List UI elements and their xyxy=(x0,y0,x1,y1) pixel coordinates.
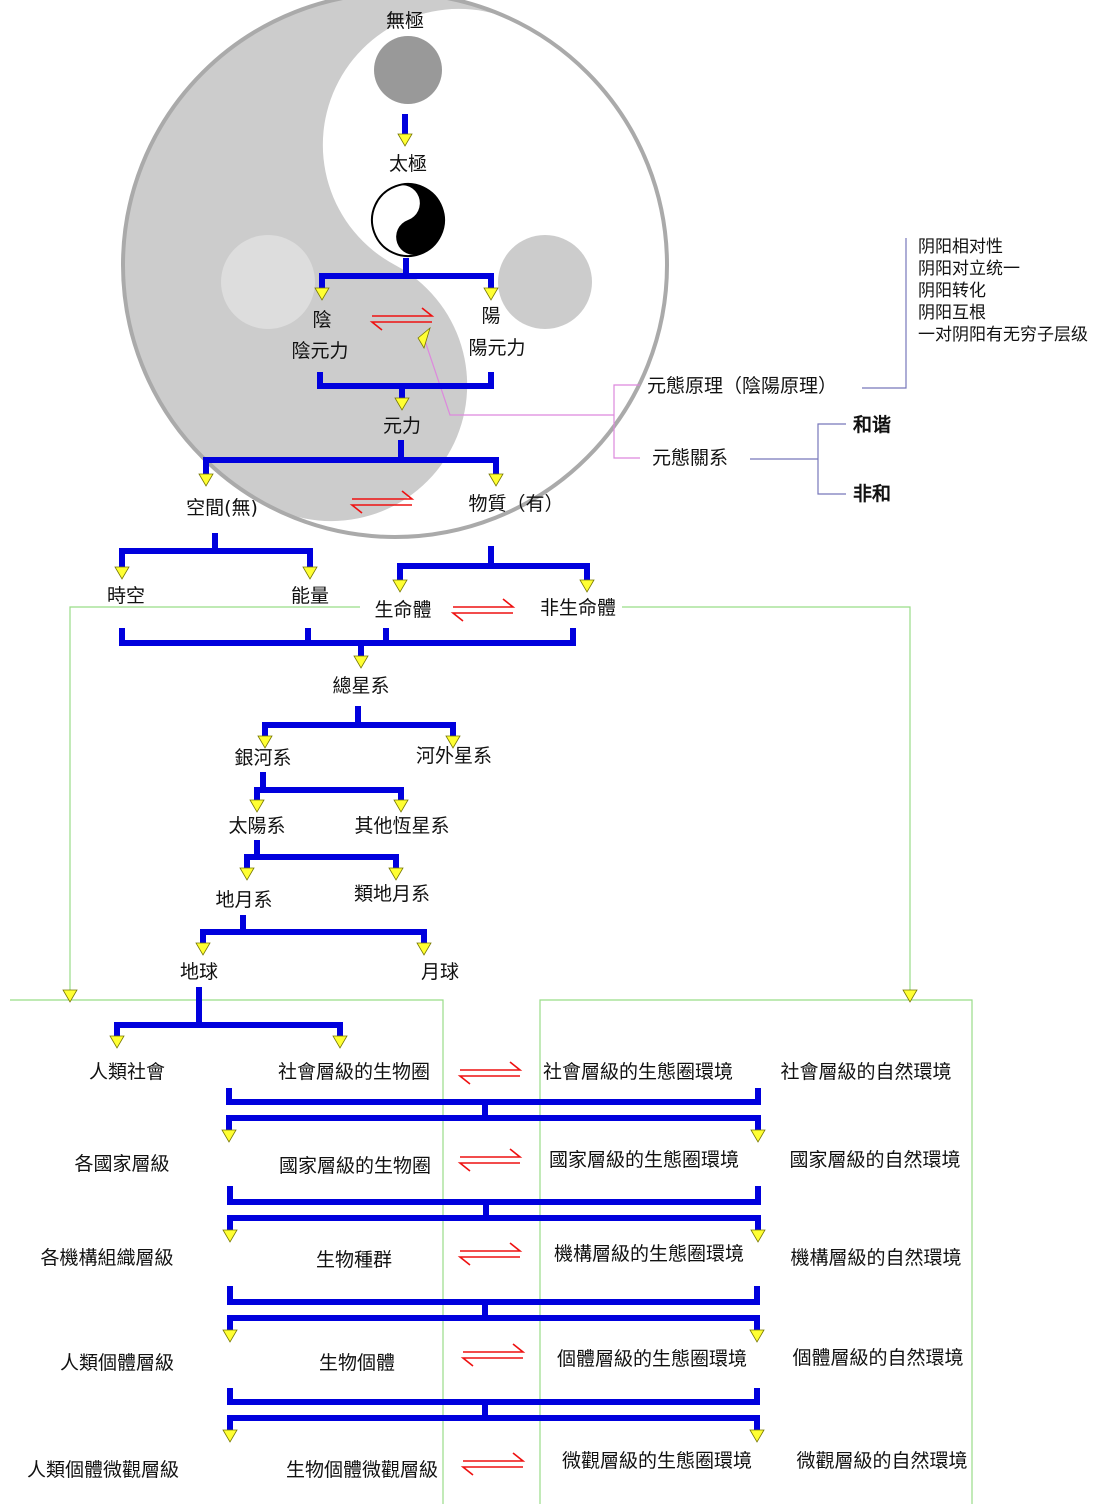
equilibrium-icon-level-4 xyxy=(460,1343,526,1367)
node-solar-system: 太陽系 xyxy=(228,815,285,837)
level-bio: 生物個體微觀層級 xyxy=(286,1459,438,1481)
level-eco: 個體層級的生態圈環境 xyxy=(557,1348,747,1370)
taiji-background xyxy=(121,0,669,539)
node-energy: 能量 xyxy=(291,585,329,607)
level-nature: 國家層級的自然環境 xyxy=(789,1149,960,1171)
node-matter: 物質（有） xyxy=(468,493,563,515)
level-society: 各國家層級 xyxy=(74,1153,169,1175)
node-space: 空間(無) xyxy=(186,497,258,519)
node-spacetime: 時空 xyxy=(107,585,145,607)
yuantai-relation: 元態關系 xyxy=(652,447,728,469)
node-nonliving: 非生命體 xyxy=(540,597,616,619)
equilibrium-icon-space-matter xyxy=(349,490,415,514)
pink-connector xyxy=(423,337,640,459)
level-society: 各機構組織層級 xyxy=(40,1247,173,1269)
yang-dot xyxy=(498,235,592,329)
node-yin: 陰 xyxy=(312,309,331,331)
level-eco: 國家層級的生態圈環境 xyxy=(549,1149,739,1171)
node-yuanli: 元力 xyxy=(383,415,421,437)
nonharmony-label: 非和 xyxy=(853,482,891,505)
equilibrium-icon-yinyang xyxy=(369,307,435,331)
node-wuji: 無極 xyxy=(386,10,424,32)
wuji-dot xyxy=(374,36,442,104)
node-labels: 無極 太極 陰 陰元力 陽 陽元力 元力 空間(無) 物質（有） 時空 能量 生… xyxy=(107,10,616,983)
equilibrium-symbols xyxy=(349,307,526,1476)
node-other-stars: 其他恆星系 xyxy=(354,815,449,837)
node-taiji: 太極 xyxy=(389,153,427,175)
purple-connectors xyxy=(750,238,907,495)
level-society: 人類社會 xyxy=(89,1061,165,1083)
equilibrium-icon-level-2 xyxy=(457,1148,523,1172)
node-yang: 陽 xyxy=(481,305,500,327)
level-connector-3 xyxy=(227,1286,760,1330)
level-bio: 生物個體 xyxy=(319,1352,395,1374)
level-connector-4 xyxy=(227,1388,760,1430)
blue-tree-lines xyxy=(114,114,761,1430)
level-nature: 個體層級的自然環境 xyxy=(792,1347,963,1369)
level-connector-1 xyxy=(226,1088,761,1130)
node-earth-moon: 地月系 xyxy=(215,889,272,911)
level-society: 人類個體微觀層級 xyxy=(27,1459,179,1481)
note-line: 阴阳转化 xyxy=(918,281,986,301)
note-line: 阴阳相对性 xyxy=(918,237,1003,257)
equilibrium-icon-living xyxy=(450,598,516,622)
yuantai-principle: 元態原理（陰陽原理） xyxy=(647,375,837,397)
node-extragalactic: 河外星系 xyxy=(416,745,492,767)
level-bio: 社會層級的生物圈 xyxy=(278,1061,430,1083)
node-milky-way: 銀河系 xyxy=(234,747,291,769)
principle-labels: 元態原理（陰陽原理） 元態關系 和谐 非和 阴阳相对性 阴阳对立统一 阴阳转化 … xyxy=(647,237,1088,505)
node-moon: 月球 xyxy=(421,961,459,983)
green-connectors xyxy=(10,606,973,1504)
node-yang-force: 陽元力 xyxy=(468,337,525,359)
note-line: 阴阳对立统一 xyxy=(918,259,1020,279)
level-nature: 社會層級的自然環境 xyxy=(780,1061,951,1083)
note-line: 一对阴阳有无穷子层级 xyxy=(918,325,1088,345)
equilibrium-icon-level-5 xyxy=(460,1452,526,1476)
level-rows: 人類社會 社會層級的生物圈 社會層級的生態圈環境 社會層級的自然環境 各國家層級… xyxy=(27,1061,968,1481)
taiji-symbol-icon xyxy=(371,183,445,257)
level-connector-2 xyxy=(227,1186,761,1230)
level-eco: 機構層級的生態圈環境 xyxy=(554,1243,744,1265)
node-universe: 總星系 xyxy=(332,675,389,697)
node-earth-moon-like: 類地月系 xyxy=(354,883,430,905)
yin-dot xyxy=(221,235,315,329)
node-yin-force: 陰元力 xyxy=(291,340,348,362)
level-bio: 國家層級的生物圈 xyxy=(279,1155,431,1177)
harmony-label: 和谐 xyxy=(853,413,891,436)
note-line: 阴阳互根 xyxy=(918,303,986,323)
arrowheads xyxy=(62,133,918,1443)
level-nature: 微觀層級的自然環境 xyxy=(796,1450,967,1472)
level-society: 人類個體層級 xyxy=(60,1352,174,1374)
equilibrium-icon-level-3 xyxy=(457,1242,523,1266)
node-living: 生命體 xyxy=(374,599,431,621)
node-earth: 地球 xyxy=(180,961,218,983)
level-eco: 社會層級的生態圈環境 xyxy=(543,1061,733,1083)
level-bio: 生物種群 xyxy=(316,1249,392,1271)
equilibrium-icon-level-1 xyxy=(457,1061,523,1085)
level-nature: 機構層級的自然環境 xyxy=(790,1247,961,1269)
level-eco: 微觀層級的生態圈環境 xyxy=(562,1450,752,1472)
